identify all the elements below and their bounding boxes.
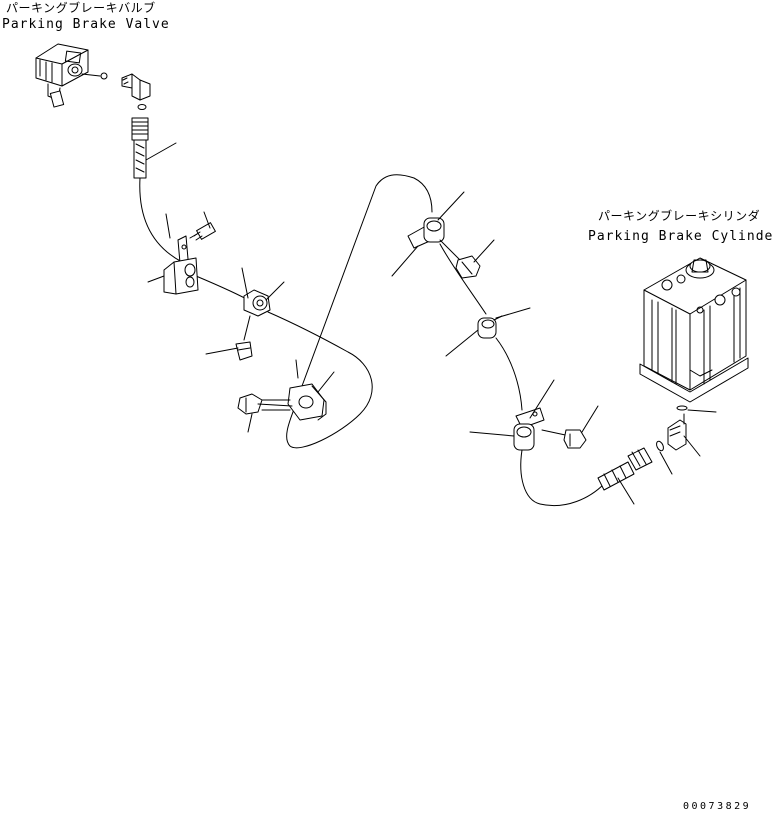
- bolt-4: [440, 240, 494, 278]
- bolt-1: [190, 212, 215, 240]
- hose-clip-5: [446, 308, 530, 356]
- parking-brake-valve-label: Parking Brake Valve: [2, 17, 170, 32]
- parking-brake-cylinder-label-jp: パーキングブレーキシリンダ: [598, 209, 761, 223]
- brake-hose: [140, 178, 188, 266]
- elbow-fitting-valve: [122, 74, 150, 110]
- bolt-2: [206, 316, 252, 360]
- bolt-3: [238, 394, 292, 432]
- o-ring-cylinder: [655, 440, 672, 474]
- hose-fitting-cylinder-end: [598, 448, 652, 504]
- bolt-5: [542, 406, 598, 448]
- brake-hose-segment-6: [496, 338, 522, 410]
- drawing-code: 00073829: [683, 801, 752, 812]
- brake-hose-segment-3: [268, 312, 372, 448]
- hose-clip-2: [242, 268, 284, 316]
- elbow-fitting-cylinder: [668, 414, 700, 456]
- brake-hose-segment-7: [521, 450, 604, 506]
- hose-clip-6: [470, 380, 554, 450]
- parking-brake-valve: [36, 44, 107, 107]
- parking-brake-valve-label-jp: パーキングブレーキバルブ: [6, 1, 156, 15]
- brake-hose-segment-5: [440, 244, 486, 314]
- hose-clip-3: [288, 360, 334, 420]
- brake-hose-segment-4: [302, 175, 432, 386]
- hose-clip-4: [392, 192, 464, 276]
- parking-brake-cylinder-label: Parking Brake Cylinder: [588, 229, 775, 244]
- hose-clip-1: [148, 214, 198, 294]
- parking-brake-cylinder: [640, 258, 748, 412]
- hose-fitting-valve-end: [132, 118, 176, 178]
